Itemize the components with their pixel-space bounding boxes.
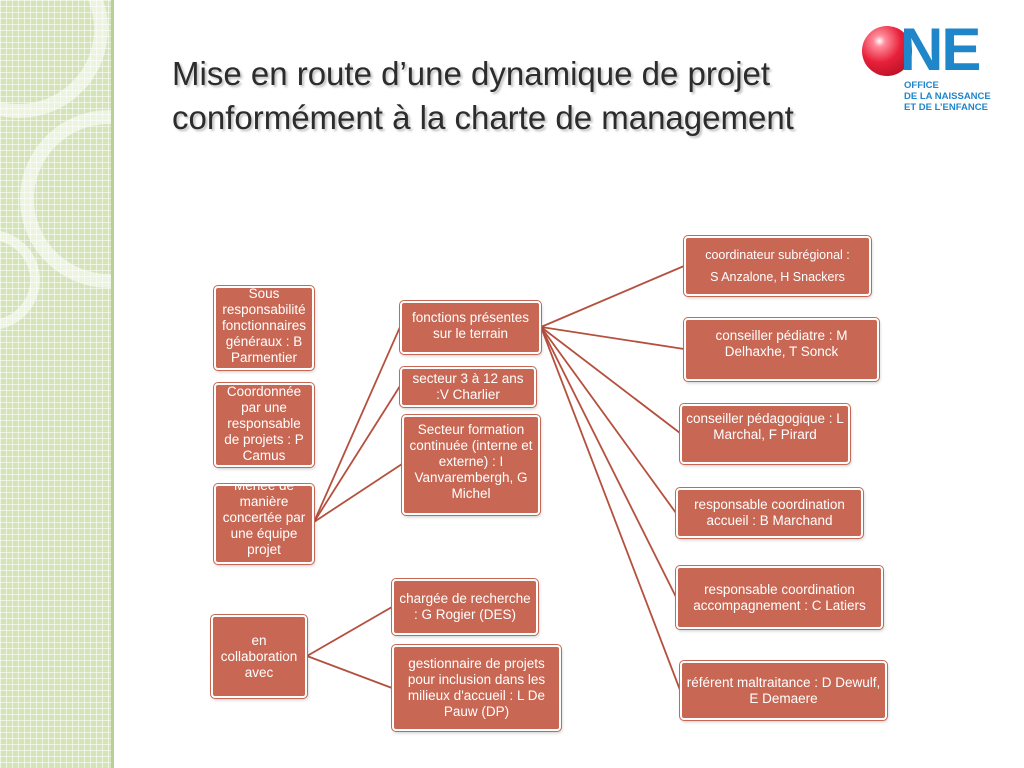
title-line-1: Mise en route d’une dynamique de projet xyxy=(172,55,771,92)
node-en-collaboration-text: en collaboration avec xyxy=(220,633,298,680)
link-fonctions-to-accueil xyxy=(540,326,677,514)
decorative-sidebar xyxy=(0,0,114,768)
node-resp-accueil: responsable coordination accueil : B Mar… xyxy=(676,488,863,538)
node-referent-maltraitance-text: référent maltraitance : D Dewulf, E Dema… xyxy=(686,674,881,706)
node-coordonnee-text: Coordonnée par une responsable de projet… xyxy=(224,384,304,463)
logo-subtitle: OFFICE DE LA NAISSANCE ET DE L’ENFANCE xyxy=(904,80,991,113)
node-coordinateur-line-1: coordinateur subrégional : xyxy=(705,248,850,262)
node-resp-accueil-text: responsable coordination accueil : B Mar… xyxy=(694,497,845,528)
node-conseiller-pediatre: conseiller pédiatre : M Delhaxhe, T Sonc… xyxy=(684,318,879,381)
node-chargee-recherche: chargée de recherche : G Rogier (DES) xyxy=(392,579,538,635)
node-conseiller-pedagogique: conseiller pédagogique : L Marchal, F Pi… xyxy=(680,404,850,464)
link-fonctions-to-accompagnement xyxy=(540,326,677,598)
node-secteur-formation-text: Secteur formation continuée (interne et … xyxy=(409,422,533,501)
link-fonctions-to-pediatre xyxy=(540,326,685,350)
link-menee-to-fonctions xyxy=(313,326,401,523)
node-secteur-3-12: secteur 3 à 12 ans :V Charlier xyxy=(400,367,536,407)
node-secteur-3-12-text: secteur 3 à 12 ans :V Charlier xyxy=(412,371,524,402)
node-conseiller-pediatre-text: conseiller pédiatre : M Delhaxhe, T Sonc… xyxy=(715,327,848,359)
node-menee-text: Menée de manière concertée par une équip… xyxy=(222,484,306,557)
node-fonctions-text: fonctions présentes sur le terrain xyxy=(411,310,530,341)
logo-sub-line-2: DE LA NAISSANCE xyxy=(904,91,991,102)
link-fonctions-to-maltraitance xyxy=(540,326,681,691)
slide-title: Mise en route d’une dynamique de projet … xyxy=(172,52,872,140)
link-menee-to-secteur-3-12 xyxy=(313,385,401,523)
node-gestionnaire-text: gestionnaire de projets pour inclusion d… xyxy=(407,656,546,719)
title-line-2: conformément à la charte de management xyxy=(172,99,794,136)
link-fonctions-to-pedagogique xyxy=(540,326,681,434)
node-fonctions-terrain: fonctions présentes sur le terrain xyxy=(400,301,541,354)
link-collab-to-chargee xyxy=(306,606,393,657)
logo-red-ball-icon xyxy=(862,26,912,76)
logo-sub-line-3: ET DE L’ENFANCE xyxy=(904,102,988,113)
node-sous-responsabilite: Sous responsabilité fonctionnaires génér… xyxy=(214,286,314,370)
node-menee-equipe-projet: Menée de manière concertée par une équip… xyxy=(214,484,314,564)
node-coordinateur-line-2: S Anzalone, H Snackers xyxy=(710,270,845,284)
node-chargee-recherche-text: chargée de recherche : G Rogier (DES) xyxy=(399,591,531,622)
logo-sub-line-1: OFFICE xyxy=(904,80,939,91)
link-collab-to-gestionnaire xyxy=(306,655,393,689)
node-gestionnaire-projets: gestionnaire de projets pour inclusion d… xyxy=(392,645,561,731)
node-secteur-formation: Secteur formation continuée (interne et … xyxy=(402,415,540,515)
node-resp-accompagnement: responsable coordination accompagnement … xyxy=(676,566,883,629)
one-logo: NE OFFICE DE LA NAISSANCE ET DE L’ENFANC… xyxy=(860,16,1010,122)
link-menee-to-secteur-formation xyxy=(313,463,403,523)
node-coordonnee: Coordonnée par une responsable de projet… xyxy=(214,383,314,467)
node-en-collaboration: en collaboration avec xyxy=(211,615,307,698)
sidebar-divider xyxy=(111,0,114,768)
node-referent-maltraitance: référent maltraitance : D Dewulf, E Dema… xyxy=(680,661,887,720)
node-conseiller-pedagogique-text: conseiller pédagogique : L Marchal, F Pi… xyxy=(686,411,844,442)
logo-letters: NE xyxy=(900,16,981,83)
node-sous-responsabilite-text: Sous responsabilité fonctionnaires génér… xyxy=(221,286,307,365)
link-fonctions-to-coordinateur xyxy=(540,265,685,328)
node-coordinateur-subregional: coordinateur subrégional : S Anzalone, H… xyxy=(684,236,871,296)
node-resp-accompagnement-text: responsable coordination accompagnement … xyxy=(693,581,866,613)
node-coordinateur-text: coordinateur subrégional : S Anzalone, H… xyxy=(705,244,850,288)
